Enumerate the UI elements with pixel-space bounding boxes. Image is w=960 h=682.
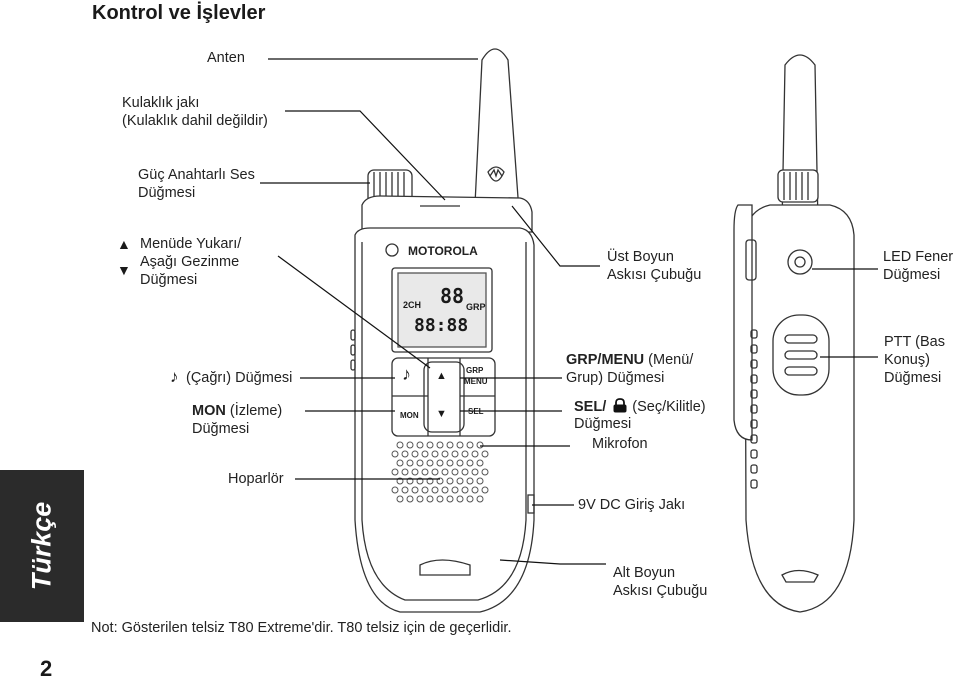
label-ptt-3: Düğmesi [884,370,942,386]
label-upper-strap-2: Askısı Çubuğu [607,267,702,283]
label-dc-jack: 9V DC Giriş Jakı [578,497,686,513]
language-side-tab: Türkçe [0,470,84,622]
label-grp-1: GRP/MENU (Menü/ [566,352,693,369]
label-monitor-1: MON (İzleme) [192,403,282,420]
label-monitor-2: Düğmesi [192,421,250,437]
lcd-channel: 88 [440,284,465,308]
label-speaker: Hoparlör [228,471,284,487]
label-lower-strap-2: Askısı Çubuğu [613,583,708,599]
lcd-grp-label: GRP [466,302,486,312]
down-arrow-icon: ▼ [117,262,131,278]
label-scroll-2: Aşağı Gezinme [140,254,240,270]
label-led-1: LED Fener [883,249,954,265]
label-monitor-rest: (İzleme) [225,403,283,419]
label-grp-rest: (Menü/ [644,352,694,368]
down-key[interactable]: ▼ [436,408,447,420]
label-antenna: Anten [207,50,245,66]
label-sel-rest: (Seç/Kilitle) [632,399,706,415]
label-lower-strap-1: Alt Boyun [613,565,676,581]
label-grp-bold: GRP/MENU [566,352,645,368]
label-headset-jack-1: Kulaklık jakı [122,95,200,111]
label-sel-1: SEL/ (Seç/Kilitle) [574,398,706,416]
label-call: (Çağrı) Düğmesi [186,370,293,386]
grp-key-label-1: GRP [466,366,484,375]
label-monitor-bold: MON [192,403,226,419]
brand-logo: MOTOROLA [408,244,478,258]
speaker-grille [391,441,489,503]
grp-key-label-2: MENU [464,377,488,386]
label-ptt-1: PTT (Bas [884,334,945,350]
side-radio [733,54,855,613]
leader-lines [260,58,878,565]
front-radio [350,48,535,613]
label-ptt-2: Konuş) [884,352,930,368]
call-key[interactable]: ♪ [402,364,411,384]
mon-key[interactable]: MON [400,411,419,420]
label-led-2: Düğmesi [883,267,941,283]
up-key[interactable]: ▲ [436,370,447,382]
label-headset-jack-2: (Kulaklık dahil değildir) [122,113,268,129]
up-arrow-icon: ▲ [117,236,131,252]
label-sel-bold: SEL/ [574,399,607,415]
music-note-icon: ♪ [170,367,179,386]
lcd-segments: 88:88 [414,315,469,336]
label-mic: Mikrofon [592,436,648,452]
label-power-volume-1: Güç Anahtarlı Ses [138,167,255,183]
label-upper-strap-1: Üst Boyun [607,249,674,265]
lcd-ch-label: 2CH [403,300,422,310]
footnote: Not: Gösterilen telsiz T80 Extreme'dir. … [91,620,512,636]
lock-icon [613,398,627,413]
label-grp-2: Grup) Düğmesi [566,370,665,386]
label-scroll-1: Menüde Yukarı/ [140,236,242,252]
sel-key[interactable]: SEL [468,407,484,416]
label-power-volume-2: Düğmesi [138,185,196,201]
page-number: 2 [40,656,53,681]
label-sel-2: Düğmesi [574,416,632,432]
page-title: Kontrol ve İşlevler [92,2,266,24]
label-scroll-3: Düğmesi [140,272,198,288]
